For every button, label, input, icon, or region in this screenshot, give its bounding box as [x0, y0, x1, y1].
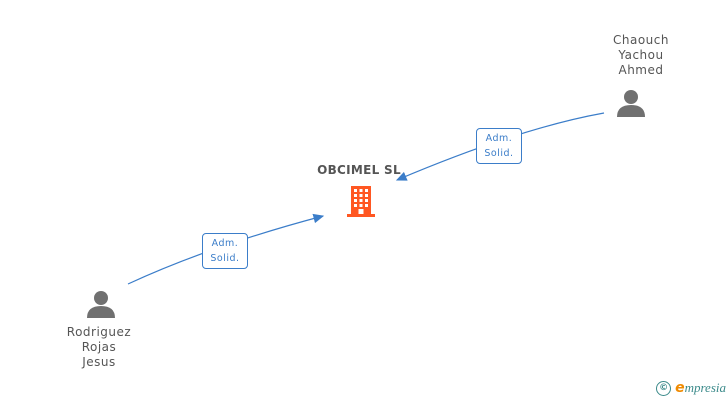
person-icon[interactable]	[86, 289, 116, 319]
edge-label-line: Solid.	[484, 148, 514, 159]
edge-label-line: Solid.	[210, 253, 240, 264]
edge-label-line: Adm.	[211, 238, 239, 249]
edge-label-rodriguez[interactable]: Adm. Solid.	[202, 233, 248, 269]
building-icon[interactable]	[344, 184, 378, 218]
company-name[interactable]: OBCIMEL SL	[317, 163, 401, 177]
person-name-rodriguez[interactable]: Rodriguez Rojas Jesus	[44, 325, 154, 370]
edge-label-chaouch[interactable]: Adm. Solid.	[476, 128, 522, 164]
person-name-line: Rodriguez	[66, 325, 132, 339]
person-name-line: Yachou	[618, 48, 664, 62]
copyright-icon: ©	[656, 380, 672, 396]
person-name-line: Chaouch	[613, 33, 669, 47]
brand-initial: e	[675, 380, 685, 396]
empresia-logo[interactable]: © empresia	[656, 380, 726, 396]
edge-label-line: Adm.	[485, 133, 513, 144]
person-name-chaouch[interactable]: Chaouch Yachou Ahmed	[586, 33, 696, 78]
person-icon[interactable]	[616, 88, 646, 118]
person-name-line: Jesus	[82, 355, 116, 369]
brand-wordmark: empresia	[675, 380, 726, 396]
brand-rest: mpresia	[684, 380, 726, 395]
person-name-line: Rojas	[81, 340, 117, 354]
person-name-line: Ahmed	[618, 63, 664, 77]
